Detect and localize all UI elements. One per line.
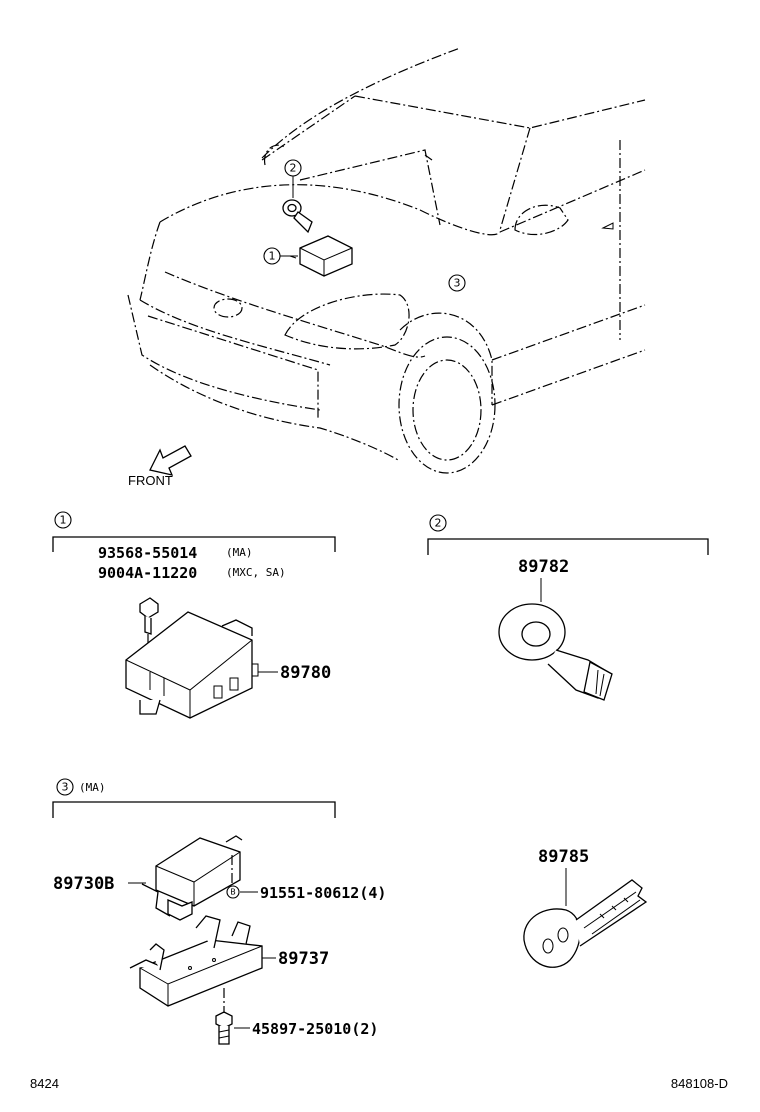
front-label: FRONT — [128, 473, 173, 488]
sensor-part-89782: 89782 — [518, 557, 569, 577]
module-part-89780: 89780 — [280, 663, 331, 683]
bracket-89737 — [129, 915, 263, 1007]
bolt-part-45897: 45897-25010(2) — [252, 1020, 378, 1038]
bolt-part-ma: 93568-55014 — [98, 544, 197, 562]
front-arrow-icon — [149, 445, 192, 476]
overview-callout-3: 3 — [448, 274, 466, 292]
overview-callout-1: 1 — [263, 247, 298, 265]
bolt-45897-illustration — [215, 1011, 233, 1045]
overview-callout-2: 2 — [284, 159, 302, 198]
svg-text:3: 3 — [454, 277, 461, 290]
control-module-89780 — [125, 611, 259, 719]
screw-marker-b: B — [230, 888, 236, 897]
control-module-89730b — [141, 835, 243, 921]
overview-sensor-ring — [282, 199, 313, 234]
key-icon — [523, 879, 648, 968]
svg-text:1: 1 — [269, 250, 276, 263]
key-section: 89785 — [523, 847, 648, 968]
transponder-sensor-ring — [498, 603, 613, 701]
svg-text:3: 3 — [62, 781, 69, 794]
svg-text:2: 2 — [290, 162, 297, 175]
section-3: 3 (MA) 89730B B 91551-80612(4) — [52, 778, 386, 1045]
bolt-part-mxc-sa: 9004A-11220 — [98, 564, 197, 582]
key-part-89785: 89785 — [538, 847, 589, 867]
svg-text:2: 2 — [435, 517, 442, 530]
vehicle-outline — [127, 47, 646, 474]
overview-control-module — [289, 235, 353, 277]
footer-left-code: 8424 — [30, 1076, 59, 1091]
screw-part: 91551-80612(4) — [260, 884, 386, 902]
section-3-note: (MA) — [79, 781, 106, 794]
svg-text:1: 1 — [60, 514, 67, 527]
bolt-note-mxc-sa: (MXC, SA) — [226, 566, 286, 579]
bolt-note-ma: (MA) — [226, 546, 253, 559]
footer-right-code: 848108-D — [671, 1076, 728, 1091]
module-part-89730b: 89730B — [53, 874, 114, 894]
bracket-part-89737: 89737 — [278, 949, 329, 969]
section-2: 2 89782 — [427, 514, 709, 701]
section-1: 1 93568-55014 (MA) 9004A-11220 (MXC, SA)… — [52, 511, 336, 719]
